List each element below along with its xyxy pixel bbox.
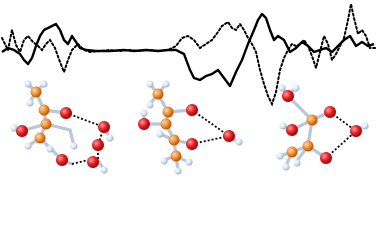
hydrogen-atom (146, 80, 154, 88)
oxygen-atom (87, 156, 99, 168)
carbon-atom (286, 146, 298, 158)
hydrogen-atom (46, 145, 54, 153)
hydrogen-atom (156, 130, 164, 138)
carbon-atom (162, 106, 174, 118)
hydrogen-atom (146, 101, 154, 109)
hydrogen-atom (40, 80, 48, 88)
hydrogen-atom (174, 167, 182, 175)
spectrum-plot (1, 3, 377, 107)
carbon-atom (38, 104, 50, 116)
hydrogen-atom (282, 163, 290, 171)
hydrogen-atom (26, 99, 34, 107)
hydrogen-bonds (191, 109, 230, 145)
carbon-atom (306, 114, 318, 126)
hydrogen-atom (293, 159, 301, 167)
hydrogen-atom (140, 109, 148, 117)
hydrogen-atom (24, 142, 32, 150)
oxygen-atom (223, 130, 235, 142)
hydrogen-atom (292, 84, 300, 92)
spectrum-trace-dotted (1, 3, 377, 107)
hydrogen-atom (106, 134, 114, 142)
hydrogen-atom (160, 157, 168, 165)
hydrogen-atom (185, 158, 193, 166)
hydrogen-atom (235, 138, 243, 146)
oxygen-atom (92, 139, 104, 151)
hydrogen-bonds (65, 112, 105, 165)
hydrogen-atom (361, 122, 369, 130)
oxygen-atom (286, 124, 298, 136)
hydrogen-atom (100, 166, 108, 174)
carbon-atom (160, 118, 172, 130)
carbon-atom (30, 86, 42, 98)
molecule-conformer-right (276, 84, 369, 171)
hydrogen-bonds (325, 111, 357, 159)
oxygen-atom (56, 154, 68, 166)
oxygen-atom (186, 138, 198, 150)
hydrogen-atom (70, 142, 78, 150)
hydrogen-atom (24, 80, 32, 88)
carbon-atom (302, 140, 314, 152)
oxygen-atom (186, 104, 198, 116)
carbon-atom (40, 118, 52, 130)
carbon-atom (152, 88, 164, 100)
spectrum-trace-solid (1, 12, 375, 88)
hydrogen-atom (278, 84, 286, 92)
carbon-atom (168, 134, 180, 146)
molecule-conformer-middle (138, 80, 243, 175)
oxygen-atom (282, 90, 294, 102)
oxygen-atom (324, 106, 336, 118)
hydrogen-atom (10, 124, 18, 132)
hydrogen-atom (279, 122, 287, 130)
figure-panel (1, 3, 377, 175)
carbon-atom (170, 150, 182, 162)
oxygen-atom (350, 125, 362, 137)
oxygen-atom (60, 107, 72, 119)
figure-canvas (1, 3, 377, 175)
oxygen-atom (320, 152, 332, 164)
hydrogen-atom (276, 152, 284, 160)
oxygen-atom (138, 118, 150, 130)
molecule-conformer-left (10, 80, 114, 174)
oxygen-atom (16, 125, 28, 137)
oxygen-atom (98, 121, 110, 133)
hydrogen-atom (162, 80, 170, 88)
carbon-atom (34, 132, 46, 144)
